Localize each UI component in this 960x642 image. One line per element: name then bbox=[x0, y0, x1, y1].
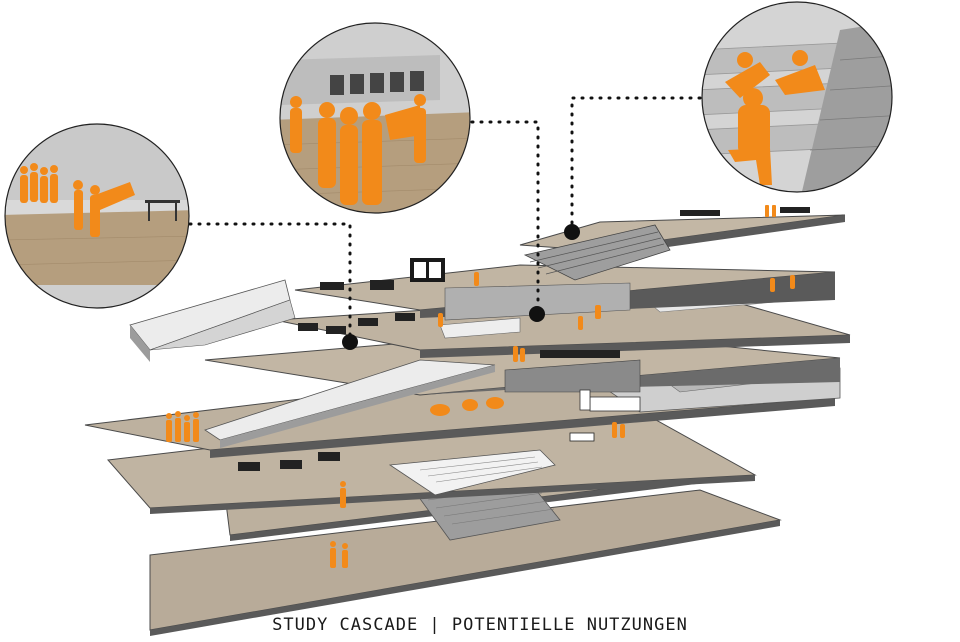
furniture bbox=[238, 207, 810, 471]
leader-dot-right bbox=[564, 224, 580, 240]
slab-level-2 bbox=[106, 399, 757, 514]
callout-left bbox=[4, 123, 190, 309]
callout-leaders bbox=[188, 96, 702, 342]
callout-middle bbox=[279, 22, 471, 214]
diagram-caption: STUDY CASCADE | POTENTIELLE NUTZUNGEN bbox=[272, 615, 688, 635]
stair-opening bbox=[388, 449, 556, 496]
floor-slabs bbox=[84, 214, 851, 636]
leader-dot-middle bbox=[529, 306, 545, 322]
leader-dot-left bbox=[342, 334, 358, 350]
people-group-sitting bbox=[430, 397, 504, 416]
counter-black bbox=[540, 350, 620, 358]
leader-left bbox=[188, 222, 352, 342]
ramps bbox=[129, 224, 671, 448]
tribune-stairs bbox=[523, 224, 671, 281]
people-figures bbox=[166, 205, 795, 568]
callout-right bbox=[701, 1, 893, 193]
walls bbox=[410, 258, 641, 412]
people-group-left bbox=[166, 411, 199, 442]
leader-right bbox=[570, 96, 702, 232]
leader-dots bbox=[342, 224, 580, 350]
